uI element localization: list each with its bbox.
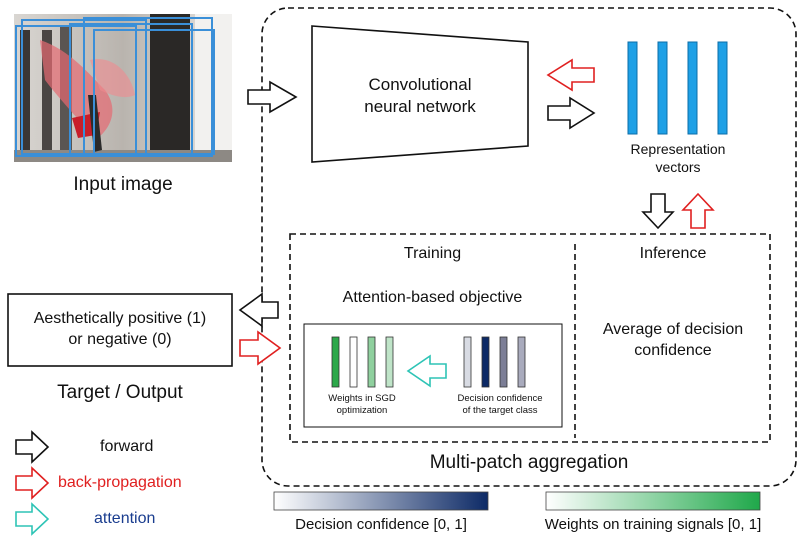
arrow-attention	[406, 354, 447, 388]
output-label: Aesthetically positive (1) or negative (…	[8, 309, 232, 351]
decision-caption: Decision confidence of the target class	[440, 393, 560, 417]
input-image-label: Input image	[73, 174, 173, 195]
legend-attention-arrow	[15, 502, 50, 536]
input-photo	[14, 14, 232, 162]
decision-scale-label: Decision confidence [0, 1]	[295, 516, 467, 533]
legend-backprop-label: back-propagation	[58, 474, 182, 491]
arrow-input-to-cnn	[247, 80, 298, 114]
inference-description-line2: confidence	[634, 341, 712, 359]
confidence-bars	[463, 336, 526, 388]
legend-forward-label: forward	[100, 438, 154, 455]
decision-caption-line2: of the target class	[462, 404, 538, 416]
inner-container	[289, 233, 771, 443]
representation-label-line1: Representation	[630, 141, 726, 157]
decision-scale-bar	[273, 491, 489, 511]
cnn-label: Convolutional neural network	[312, 74, 528, 118]
representation-bars	[627, 41, 728, 135]
aggregation-label: Multi-patch aggregation	[429, 452, 629, 473]
legend-backprop-arrow	[15, 466, 50, 500]
cnn-label-line2: neural network	[364, 97, 476, 117]
arrow-repr-up	[681, 192, 715, 229]
arrow-repr-down	[641, 193, 675, 230]
representation-label-line2: vectors	[655, 159, 701, 176]
training-label: Training	[403, 245, 462, 262]
target-output-label: Target / Output	[57, 382, 183, 403]
representation-label: Representation vectors	[596, 140, 760, 176]
inference-description: Average of decision confidence	[578, 320, 768, 362]
arrow-cnn-to-repr	[547, 96, 596, 130]
cnn-label-line1: Convolutional	[368, 75, 472, 94]
inference-description-line1: Average of decision	[602, 321, 744, 338]
inference-label: Inference	[639, 245, 707, 262]
weights-bars	[331, 336, 394, 388]
weights-caption-line2: optimization	[336, 404, 388, 416]
arrow-repr-to-cnn	[546, 58, 595, 92]
weights-scale-label: Weights on training signals [0, 1]	[544, 516, 762, 533]
decision-caption-line1: Decision confidence	[457, 393, 543, 404]
weights-caption-line1: Weights in SGD	[328, 393, 396, 404]
objective-label: Attention-based objective	[342, 289, 523, 306]
weights-caption: Weights in SGD optimization	[306, 393, 418, 417]
output-label-line1: Aesthetically positive (1)	[33, 310, 207, 327]
weights-scale-bar	[545, 491, 761, 511]
output-box	[7, 293, 233, 367]
legend-attention-label: attention	[94, 510, 156, 527]
output-label-line2: or negative (0)	[68, 330, 172, 348]
patch-boxes	[15, 17, 215, 157]
legend-forward-arrow	[15, 430, 50, 464]
arrow-from-output	[239, 330, 282, 366]
arrow-to-output	[238, 292, 279, 328]
outer-container	[261, 7, 797, 487]
cnn-block	[311, 25, 529, 163]
